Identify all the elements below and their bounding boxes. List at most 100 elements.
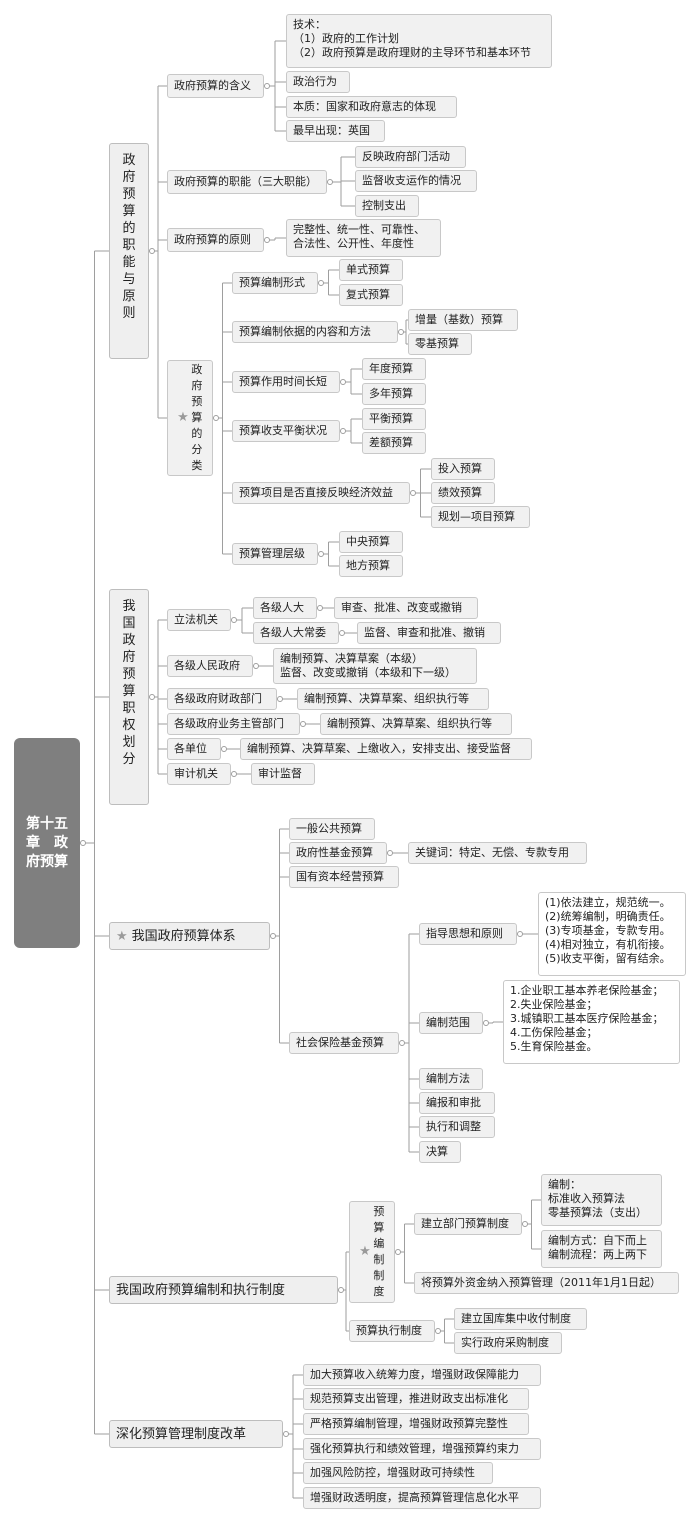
node-fund-keywords[interactable]: 关键词：特定、无偿、专款专用: [408, 842, 587, 864]
node-technique[interactable]: 技术： （1）政府的工作计划 （2）政府预算是政府理财的主导环节和基本环节: [286, 14, 552, 68]
node-finance-duties[interactable]: 编制预算、决算草案、组织执行等: [297, 688, 489, 710]
node-reform-5[interactable]: 加强风险防控，增强财政可持续性: [303, 1462, 493, 1484]
collapse-handle-icon: [338, 1287, 344, 1293]
node-finance-department[interactable]: 各级政府财政部门: [167, 688, 277, 710]
node-extra-budget-funds[interactable]: 将预算外资金纳入预算管理（2011年1月1日起）: [414, 1272, 679, 1294]
node-npc-duties[interactable]: 审查、批准、改变或撤销: [334, 597, 478, 619]
collapse-handle-icon: [399, 1040, 405, 1046]
node-final-accounts[interactable]: 决算: [419, 1141, 461, 1163]
node-method[interactable]: 编制方法: [419, 1068, 483, 1090]
node-treasury[interactable]: 建立国库集中收付制度: [454, 1308, 587, 1330]
collapse-handle-icon: [395, 1249, 401, 1255]
branch-authority-division[interactable]: 我国政府预算职权划分: [109, 589, 149, 805]
node-reform-6[interactable]: 增强财政透明度，提高预算管理信息化水平: [303, 1487, 541, 1509]
node-basis-method[interactable]: 预算编制依据的内容和方法: [232, 321, 398, 343]
node-npc-standing-duties[interactable]: 监督、审查和批准、撤销: [357, 622, 501, 644]
node-reform-4[interactable]: 强化预算执行和绩效管理，增强预算约束力: [303, 1438, 541, 1460]
node-budget-functions[interactable]: 政府预算的职能（三大职能）: [167, 170, 327, 194]
node-budget-meaning[interactable]: 政府预算的含义: [167, 74, 264, 98]
collapse-handle-icon: [340, 379, 346, 385]
node-social-insurance-budget[interactable]: 社会保险基金预算: [289, 1032, 399, 1054]
collapse-handle-icon: [270, 933, 276, 939]
node-guiding-principles[interactable]: 指导思想和原则: [419, 923, 517, 945]
node-earliest[interactable]: 最早出现：英国: [286, 120, 385, 142]
node-multi-year[interactable]: 多年预算: [362, 383, 426, 405]
node-incremental[interactable]: 增量（基数）预算: [408, 309, 518, 331]
collapse-handle-icon: [277, 696, 283, 702]
node-local[interactable]: 地方预算: [339, 555, 403, 577]
collapse-handle-icon: [483, 1020, 489, 1026]
connector-3: [327, 156, 355, 207]
root-label: 第十五章 政府预算: [26, 815, 68, 870]
collapse-handle-icon: [318, 551, 324, 557]
collapse-handle-icon: [149, 248, 155, 254]
node-central[interactable]: 中央预算: [339, 531, 403, 553]
node-units-duties[interactable]: 编制预算、决算草案、上缴收入，安排支出、接受监督: [240, 738, 532, 760]
node-report-approve[interactable]: 编报和审批: [419, 1092, 495, 1114]
node-procurement[interactable]: 实行政府采购制度: [454, 1332, 562, 1354]
collapse-handle-icon: [80, 840, 86, 846]
collapse-handle-icon: [264, 83, 270, 89]
node-control-spending[interactable]: 控制支出: [355, 195, 419, 217]
node-npc-standing[interactable]: 各级人大常委: [253, 622, 339, 644]
connector-0: [80, 250, 109, 1435]
branch-deepen-reform[interactable]: 深化预算管理制度改革: [109, 1420, 283, 1448]
node-audit[interactable]: 审计机关: [167, 763, 231, 785]
node-scope-detail[interactable]: 1.企业职工基本养老保险基金； 2.失业保险基金； 3.城镇职工基本医疗保险基金…: [503, 980, 680, 1064]
node-compile-system[interactable]: ★ 预算编制制度: [349, 1201, 395, 1303]
node-deficit[interactable]: 差额预算: [362, 432, 426, 454]
node-reform-2[interactable]: 规范预算支出管理，推进财政支出标准化: [303, 1388, 529, 1410]
node-principles-list[interactable]: 完整性、统一性、可靠性、 合法性、公开性、年度性: [286, 219, 441, 257]
node-legislature[interactable]: 立法机关: [167, 609, 231, 631]
branch-budget-system[interactable]: ★ 我国政府预算体系: [109, 922, 270, 950]
node-performance-budget[interactable]: 绩效预算: [431, 482, 495, 504]
node-fund-budget[interactable]: 政府性基金预算: [289, 842, 387, 864]
node-general-budget[interactable]: 一般公共预算: [289, 818, 375, 840]
node-execute-adjust[interactable]: 执行和调整: [419, 1116, 495, 1138]
node-scope[interactable]: 编制范围: [419, 1012, 483, 1034]
node-balanced[interactable]: 平衡预算: [362, 408, 426, 430]
collapse-handle-icon: [264, 237, 270, 243]
node-principles-detail[interactable]: (1)依法建立，规范统一。 (2)统筹编制，明确责任。 (3)专项基金，专款专用…: [538, 892, 686, 976]
node-political-act[interactable]: 政治行为: [286, 71, 350, 93]
collapse-handle-icon: [213, 415, 219, 421]
branch-compile-execute[interactable]: 我国政府预算编制和执行制度: [109, 1276, 338, 1304]
node-audit-duties[interactable]: 审计监督: [251, 763, 315, 785]
node-units[interactable]: 各单位: [167, 738, 221, 760]
node-department-budget[interactable]: 建立部门预算制度: [414, 1213, 522, 1235]
node-program-budget[interactable]: 规划—项目预算: [431, 506, 530, 528]
node-annual[interactable]: 年度预算: [362, 358, 426, 380]
node-compound-budget[interactable]: 复式预算: [339, 284, 403, 306]
root-node[interactable]: 第十五章 政府预算: [14, 738, 80, 948]
node-state-capital-budget[interactable]: 国有资本经营预算: [289, 866, 399, 888]
node-people-government[interactable]: 各级人民政府: [167, 655, 253, 677]
collapse-handle-icon: [318, 280, 324, 286]
star-icon: ★: [116, 928, 128, 944]
node-execution-system[interactable]: 预算执行制度: [349, 1320, 435, 1342]
node-form[interactable]: 预算编制形式: [232, 272, 318, 294]
node-npc[interactable]: 各级人大: [253, 597, 317, 619]
node-economic-benefit[interactable]: 预算项目是否直接反映经济效益: [232, 482, 410, 504]
node-duration[interactable]: 预算作用时间长短: [232, 371, 340, 393]
node-management-level[interactable]: 预算管理层级: [232, 543, 318, 565]
node-compile-flow[interactable]: 编制方式：自下而上 编制流程：两上两下: [541, 1230, 662, 1268]
node-budget-classification[interactable]: ★ 政府预算的分类: [167, 360, 213, 476]
node-single-budget[interactable]: 单式预算: [339, 259, 403, 281]
node-budget-principles[interactable]: 政府预算的原则: [167, 228, 264, 252]
node-zero-based[interactable]: 零基预算: [408, 333, 472, 355]
node-reflect-activities[interactable]: 反映政府部门活动: [355, 146, 466, 168]
node-balance[interactable]: 预算收支平衡状况: [232, 420, 340, 442]
branch-functions-principles[interactable]: 政府预算的职能与原则: [109, 143, 149, 359]
node-business-department[interactable]: 各级政府业务主管部门: [167, 713, 300, 735]
node-reform-1[interactable]: 加大预算收入统筹力度，增强财政保障能力: [303, 1364, 541, 1386]
star-icon: ★: [359, 1244, 371, 1259]
collapse-handle-icon: [435, 1328, 441, 1334]
collapse-handle-icon: [410, 490, 416, 496]
node-government-duties[interactable]: 编制预算、决算草案（本级） 监督、改变或撤销（本级和下一级）: [273, 648, 477, 684]
node-business-duties[interactable]: 编制预算、决算草案、组织执行等: [320, 713, 512, 735]
node-compile-methods[interactable]: 编制： 标准收入预算法 零基预算法（支出）: [541, 1174, 662, 1226]
node-reform-3[interactable]: 严格预算编制管理，增强财政预算完整性: [303, 1413, 529, 1435]
node-supervise[interactable]: 监督收支运作的情况: [355, 170, 477, 192]
node-input-budget[interactable]: 投入预算: [431, 458, 495, 480]
node-essence[interactable]: 本质：国家和政府意志的体现: [286, 96, 457, 118]
